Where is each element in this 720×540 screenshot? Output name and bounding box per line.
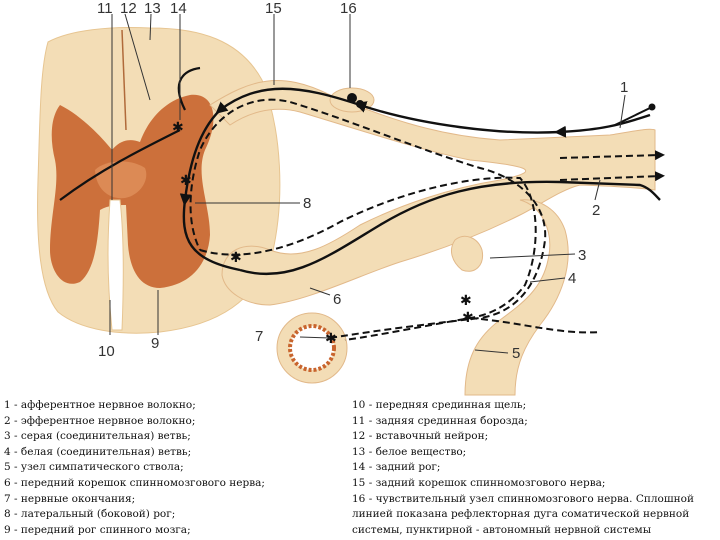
label-6: 6 (333, 291, 341, 308)
legend-item: 13 - белое вещество; (352, 445, 467, 458)
label-15: 15 (265, 0, 282, 17)
label-7: 7 (255, 328, 263, 345)
legend-item: 14 - задний рог; (352, 461, 441, 474)
label-11: 11 (97, 0, 113, 17)
legend-right: 10 - передняя срединная щель; 11 - задня… (352, 398, 716, 538)
anterior-median-fissure (107, 199, 124, 331)
legend-left: 1 - афферентное нервное волокно; 2 - эфф… (4, 398, 334, 538)
legend-item: 8 - латеральный (боковой) рог; (4, 508, 176, 521)
legend-item: 11 - задняя срединная борозда; (352, 414, 528, 427)
reflex-arc-diagram: ✱ ✱ ✱ ✱ ✱ ✱ 11 12 13 14 15 16 1 2 3 4 5 … (37, 0, 665, 396)
legend-item: 10 - передняя срединная щель; (352, 399, 527, 411)
legend-item: 1 - афферентное нервное волокно; (4, 399, 196, 411)
label-2: 2 (592, 202, 600, 219)
label-16: 16 (340, 0, 357, 17)
label-10: 10 (98, 343, 115, 360)
legend-item: 15 - задний корешок спинномозгового нерв… (352, 476, 606, 489)
sensory-neuron-body-2 (356, 100, 364, 108)
autonomic-outgoing-fiber (559, 150, 665, 161)
autonomic-efferent-fiber (199, 176, 537, 341)
legend-item: 2 - эфферентное нервное волокно; (4, 414, 196, 427)
efferent-fiber (239, 180, 661, 276)
label-13: 13 (144, 0, 161, 17)
synapse-star-6: ✱ (325, 331, 337, 347)
label-8: 8 (303, 195, 311, 212)
sympathetic-ganglion (464, 199, 569, 396)
synapse-star-1: ✱ (172, 120, 184, 136)
legend-item: 4 - белая (соединительная) ветвь; (4, 445, 192, 458)
sensory-neuron-body (347, 93, 357, 103)
afferent-fiber-branch (177, 66, 201, 111)
autonomic-outgoing-fiber-2 (559, 171, 665, 182)
posterior-median-sulcus (121, 29, 127, 131)
postganglionic-fiber (469, 317, 601, 334)
legend-item: 7 - нервные окончания; (4, 492, 136, 505)
afferent-fiber (179, 87, 651, 272)
legend-item: 6 - передний корешок спинномозгового нер… (4, 476, 265, 489)
synapse-star-3: ✱ (230, 250, 242, 266)
afferent-receptor (648, 103, 656, 111)
legend-item: 16 - чувствительный узел спинномозгового… (352, 492, 694, 536)
legend-item: 3 - серая (соединительная) ветвь; (4, 430, 191, 443)
label-9: 9 (151, 335, 159, 352)
label-5: 5 (512, 345, 520, 362)
legend-item: 12 - вставочный нейрон; (352, 430, 489, 443)
label-3: 3 (578, 247, 586, 264)
label-12: 12 (120, 0, 137, 17)
legend-item: 9 - передний рог спинного мозга; (4, 523, 191, 536)
label-14: 14 (170, 0, 187, 17)
synapse-star-4: ✱ (460, 293, 472, 309)
interneuron (59, 129, 181, 201)
legend-item: 5 - узел симпатического ствола; (4, 461, 184, 474)
synapse-star-5: ✱ (462, 310, 474, 326)
label-4: 4 (568, 270, 576, 287)
sympathetic-trunk-upper (451, 235, 484, 272)
autonomic-afferent-fiber (189, 98, 547, 339)
gray-commissure (95, 161, 147, 199)
label-1: 1 (620, 79, 628, 96)
leader-lines (109, 13, 626, 354)
synapse-star-2: ✱ (180, 173, 192, 189)
